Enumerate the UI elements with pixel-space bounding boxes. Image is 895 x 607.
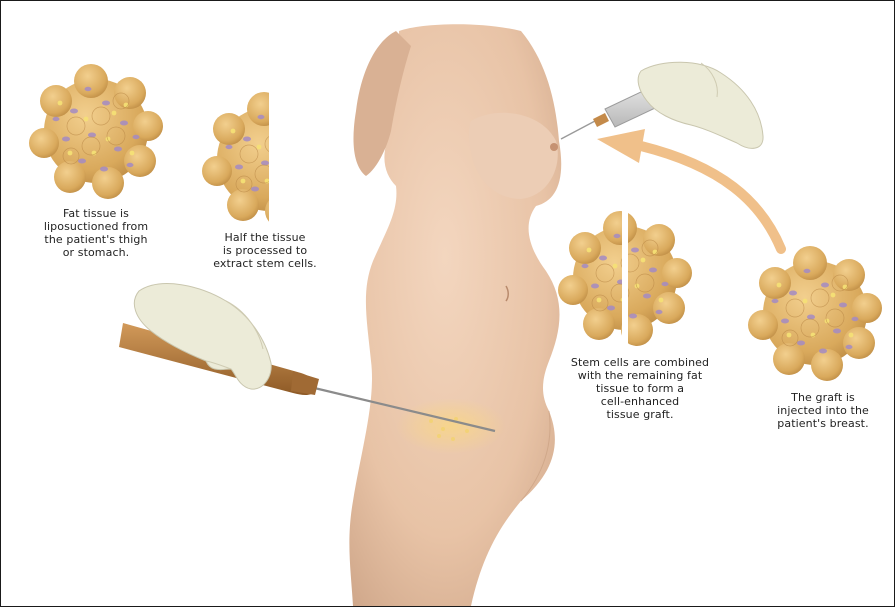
caption-step-1: Fat tissue is liposuctioned from the pat… — [31, 207, 161, 259]
caption-step-4: The graft is injected into the patient's… — [753, 391, 893, 430]
fat-tissue-cluster — [29, 64, 163, 199]
caption-step-3: Stem cells are combined with the remaini… — [545, 356, 735, 421]
half-tissue-cluster — [202, 92, 336, 227]
caption-step-2: Half the tissue is processed to extract … — [195, 231, 335, 270]
gloved-hand-icon — [638, 62, 763, 148]
graft-cluster — [748, 246, 882, 381]
split-tissue-cluster — [558, 211, 692, 346]
female-torso — [349, 24, 561, 606]
liposuction-site — [396, 398, 506, 454]
